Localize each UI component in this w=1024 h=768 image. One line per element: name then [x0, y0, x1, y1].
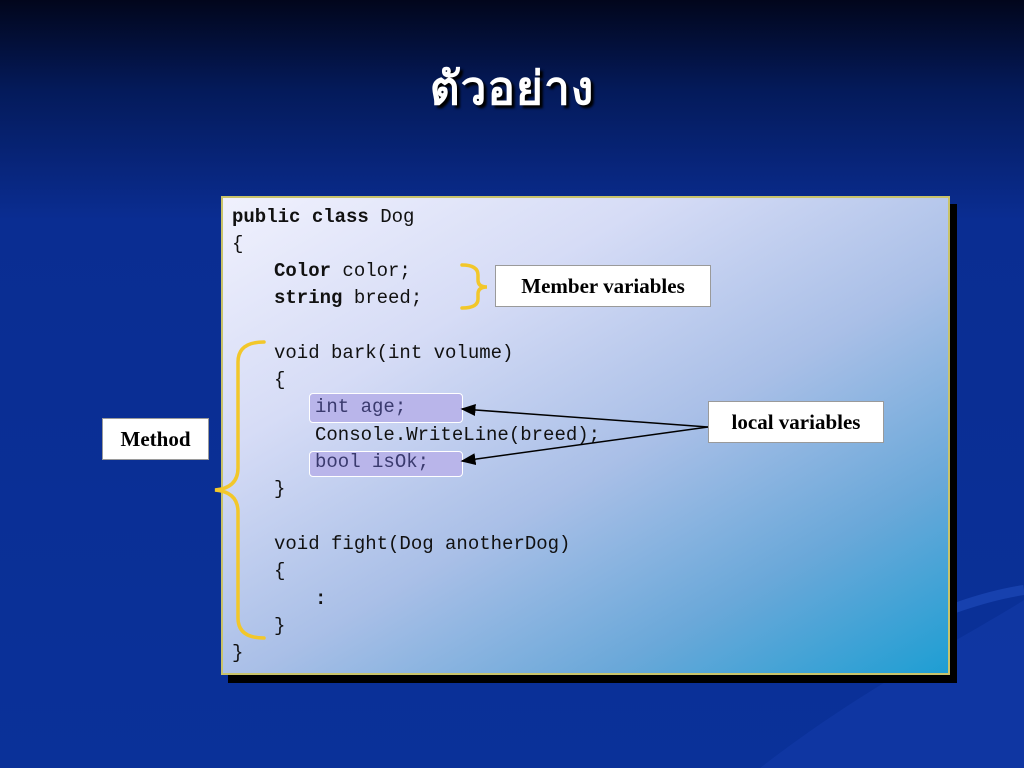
- code-line-fight-open: {: [274, 560, 286, 582]
- method-label: Method: [102, 418, 209, 460]
- code-line-bark-open: {: [274, 369, 286, 391]
- code-line-open-brace: {: [232, 233, 244, 255]
- member-variables-label: Member variables: [495, 265, 711, 307]
- code-line-breed: string breed;: [274, 285, 422, 311]
- code-keyword: public class: [232, 206, 369, 228]
- code-keyword: string: [274, 287, 343, 309]
- code-line-bark: void bark(int volume): [274, 342, 514, 364]
- code-line-int-age: int age;: [315, 396, 407, 418]
- code-line-class: public class Dog: [232, 204, 414, 230]
- code-line-bool-isok: bool isOk;: [315, 451, 430, 473]
- code-text: color;: [331, 260, 411, 282]
- code-text: breed;: [342, 287, 423, 309]
- highlight-bool-isok: [309, 451, 463, 477]
- code-text: Dog: [368, 206, 415, 228]
- code-line-color: Color color;: [274, 258, 411, 284]
- code-line-writeline: Console.WriteLine(breed);: [315, 424, 601, 446]
- local-variables-label: local variables: [708, 401, 884, 443]
- slide-title: ตัวอย่าง: [429, 61, 595, 115]
- code-line-fight-close: }: [274, 615, 286, 637]
- code-line-ellipsis: :: [315, 588, 327, 610]
- code-line-bark-close: }: [274, 478, 286, 500]
- code-line-close-brace: }: [232, 642, 244, 664]
- code-line-fight: void fight(Dog anotherDog): [274, 533, 571, 555]
- code-keyword: Color: [274, 260, 332, 282]
